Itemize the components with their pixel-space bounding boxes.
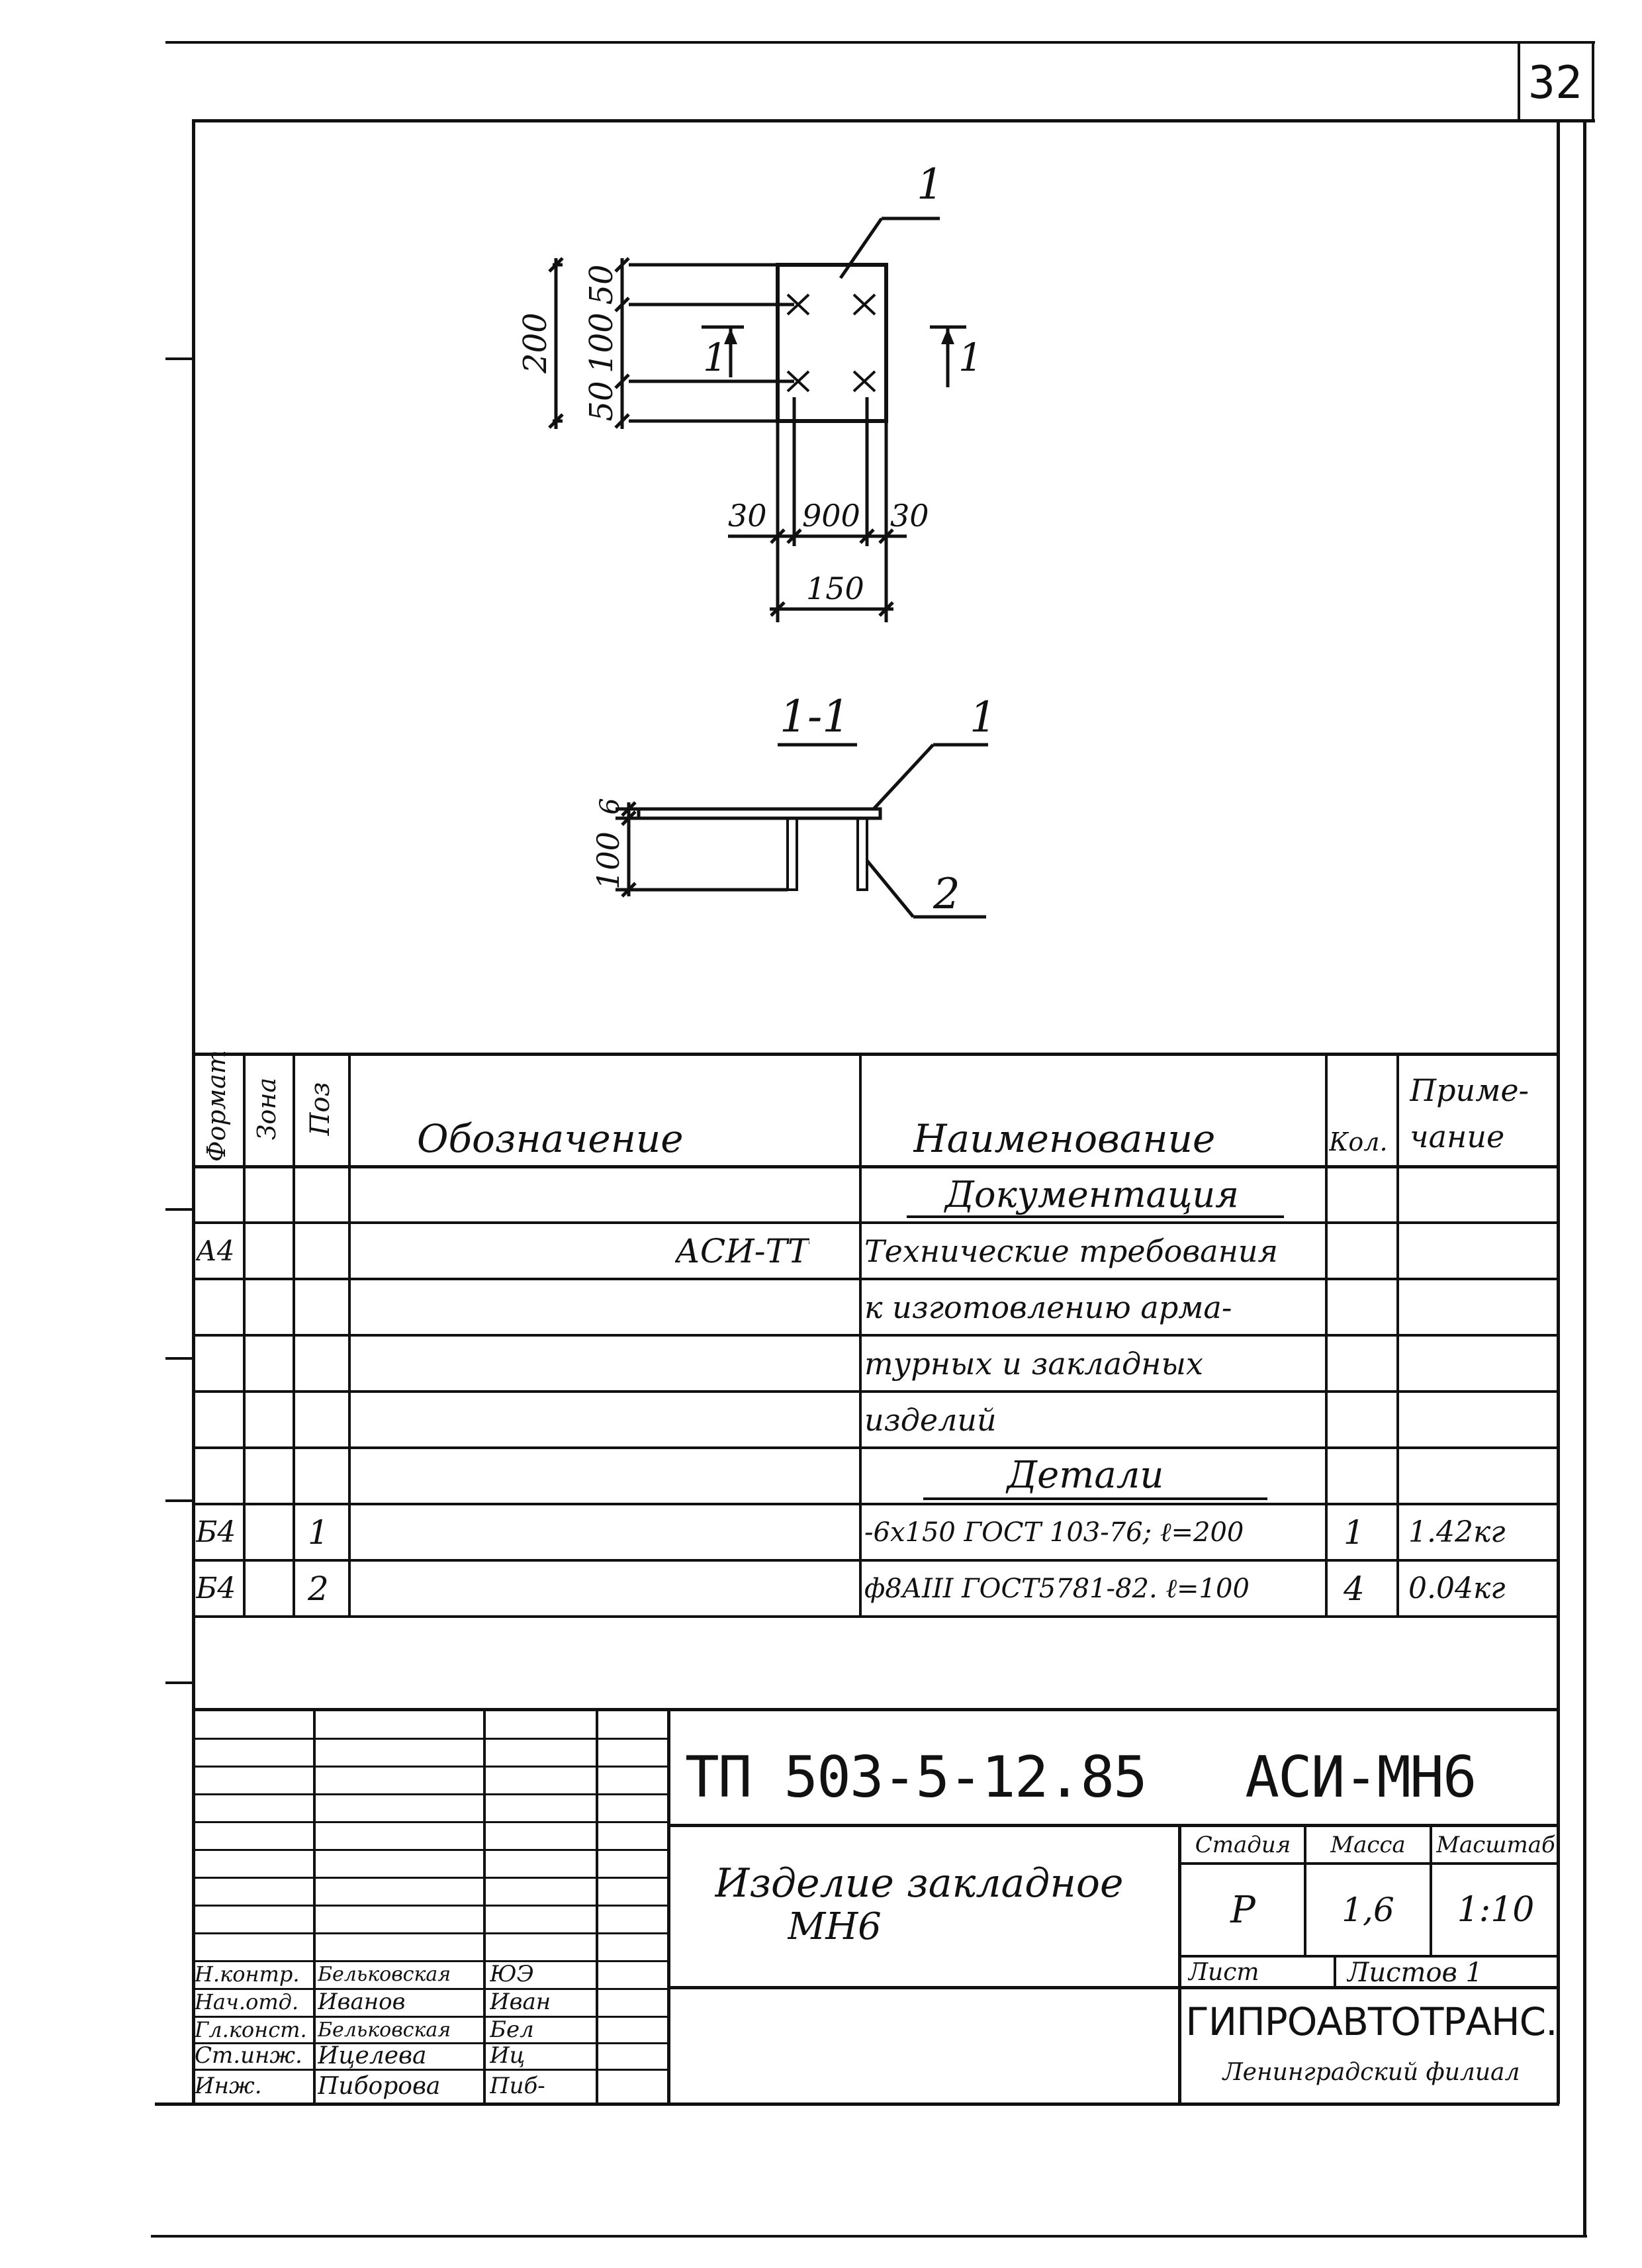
signature-name: Иванов (318, 1989, 406, 2015)
doc-row-name-line1: Технические требования (864, 1233, 1278, 1269)
signature-role: Н.контр. (195, 1961, 300, 1987)
dim-horizontal-total: 150 (806, 571, 864, 606)
row1-qty: 1 (1344, 1513, 1365, 1552)
signature-mark: Иван (490, 1989, 551, 2015)
dim-vertical-total: 200 (517, 312, 554, 374)
plan-part-label: 1 (917, 160, 944, 209)
section-dim-plate: 6 (595, 798, 625, 814)
section-details: Детали (1007, 1453, 1164, 1497)
signature-mark: Бел (490, 2016, 534, 2043)
sheet-label: Лист (1188, 1959, 1259, 1986)
signature-name: Бельковская (318, 2018, 451, 2042)
organization: ГИПРОАВТОТРАНС. (1185, 1999, 1557, 2044)
doc-row-name-line4: изделий (864, 1401, 997, 1438)
header-note-line1: Приме- (1410, 1072, 1529, 1108)
header-qty: Кол. (1329, 1127, 1388, 1157)
doc-row-name-line2: к изготовлению арма- (864, 1289, 1232, 1325)
product-name-line2: МН6 (788, 1905, 882, 1948)
sheets-label: Листов 1 (1347, 1958, 1482, 1987)
signature-role: Нач.отд. (195, 1989, 299, 2014)
stage-label: Стадия (1195, 1831, 1291, 1858)
stage-value: Р (1230, 1888, 1255, 1932)
row1-pos: 1 (308, 1513, 329, 1552)
signature-role: Ст.инж. (195, 2042, 302, 2069)
signature-name: Пиборова (318, 2072, 441, 2100)
page-number: 32 (1528, 57, 1582, 109)
row1-name: -6х150 ГОСТ 103-76; ℓ=200 (864, 1517, 1244, 1548)
section-part1-label: 1 (970, 693, 997, 742)
signature-role: Инж. (195, 2073, 262, 2099)
header-name: Наименование (913, 1116, 1216, 1161)
mass-label: Масса (1330, 1831, 1406, 1858)
scale-value: 1:10 (1457, 1890, 1535, 1930)
row2-note: 0.04кг (1408, 1572, 1506, 1605)
dim-vertical-mid: 100 (583, 312, 620, 373)
signature-role: Гл.конст. (195, 2017, 307, 2042)
signature-mark: Пиб- (490, 2073, 545, 2099)
product-name-line1: Изделие закладное (715, 1860, 1124, 1907)
doc-row-designation: АСИ-ТТ (675, 1231, 810, 1270)
header-note-line2: чание (1410, 1119, 1505, 1155)
section-cut-right-label: 1 (958, 335, 983, 380)
header-position: Поз (305, 1082, 336, 1136)
row2-pos: 2 (308, 1569, 329, 1608)
document-code: ТП 503-5-12.85 АСИ-МН6 (685, 1744, 1476, 1811)
row1-format: Б4 (196, 1515, 236, 1549)
header-zone: Зона (252, 1077, 281, 1141)
row2-qty: 4 (1344, 1569, 1365, 1608)
dim-vertical-bottom: 50 (583, 381, 620, 421)
row1-note: 1.42кг (1408, 1515, 1506, 1549)
spec-table: Формат Зона Поз Обозначение Наименование… (192, 1050, 1560, 1715)
dim-vertical-top: 50 (583, 264, 620, 305)
section-documentation: Документация (945, 1173, 1239, 1215)
title-block: ТП 503-5-12.85 АСИ-МН6 Изделие закладное… (192, 1711, 1560, 2105)
section-dim-total: 100 (590, 831, 626, 890)
dim-horizontal-right: 30 (890, 498, 929, 534)
header-designation: Обозначение (417, 1116, 684, 1161)
organization-branch: Ленинградский филиал (1222, 2058, 1520, 2086)
mass-value: 1,6 (1342, 1891, 1394, 1929)
dim-horizontal-left: 30 (728, 498, 767, 534)
scale-label: Масштаб (1436, 1831, 1555, 1858)
dim-horizontal-mid: 900 (802, 498, 860, 534)
embedded-part-drawing: 1 1 1 200 50 100 50 30 900 30 150 1-1 1 … (517, 160, 997, 919)
signature-mark: ЮЭ (490, 1961, 534, 1987)
section-part2-label: 2 (933, 870, 960, 919)
section-title: 1-1 (780, 691, 850, 742)
header-format: Формат (202, 1050, 231, 1162)
signature-name: Ицелева (318, 2042, 427, 2069)
row2-name: ф8АIII ГОСТ5781-82. ℓ=100 (864, 1574, 1250, 1604)
section-cut-left-label: 1 (703, 335, 727, 380)
row2-format: Б4 (196, 1572, 236, 1605)
doc-row-format: А4 (196, 1235, 235, 1267)
signature-mark: Иц (490, 2042, 525, 2069)
doc-row-name-line3: турных и закладных (864, 1345, 1203, 1382)
signature-name: Бельковская (318, 1962, 451, 1986)
